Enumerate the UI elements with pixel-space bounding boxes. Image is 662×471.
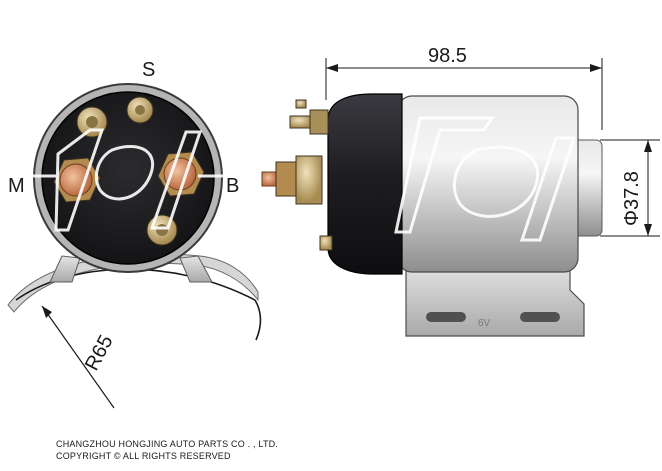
r65-arrowhead xyxy=(42,306,52,318)
side-view: 6V xyxy=(261,93,603,337)
dimension-length xyxy=(325,58,603,130)
terminal-s-stud xyxy=(126,96,154,124)
footer-company: CHANGZHOU HONGJING AUTO PARTS CO . , LTD… xyxy=(56,439,279,449)
hongjing-logo-watermark-left xyxy=(30,128,228,232)
end-cap xyxy=(327,93,403,275)
side-stud-lower xyxy=(319,235,333,251)
label-radius: R65 xyxy=(81,332,118,375)
bracket-ear-right xyxy=(179,255,213,283)
mounting-foot xyxy=(405,261,585,337)
label-diameter: Φ37.8 xyxy=(621,171,643,226)
dimension-diameter xyxy=(600,139,660,237)
side-stud-s xyxy=(289,99,329,135)
footer-copyright: COPYRIGHT © ALL RIGHTS RESERVED xyxy=(56,451,231,461)
label-terminal-b: B xyxy=(226,175,239,197)
bracket-ear-left xyxy=(49,255,81,283)
terminal-bottom-stud xyxy=(146,214,178,246)
end-view xyxy=(7,83,262,409)
label-terminal-m: M xyxy=(8,175,25,197)
body-marking: 6V xyxy=(478,318,491,329)
label-terminal-s: S xyxy=(142,59,155,81)
side-stud-main xyxy=(261,155,323,205)
footer: CHANGZHOU HONGJING AUTO PARTS CO . , LTD… xyxy=(56,438,278,462)
r65-leader xyxy=(41,305,115,409)
label-length: 98.5 xyxy=(428,45,467,67)
hongjing-logo-watermark-right xyxy=(394,116,577,242)
